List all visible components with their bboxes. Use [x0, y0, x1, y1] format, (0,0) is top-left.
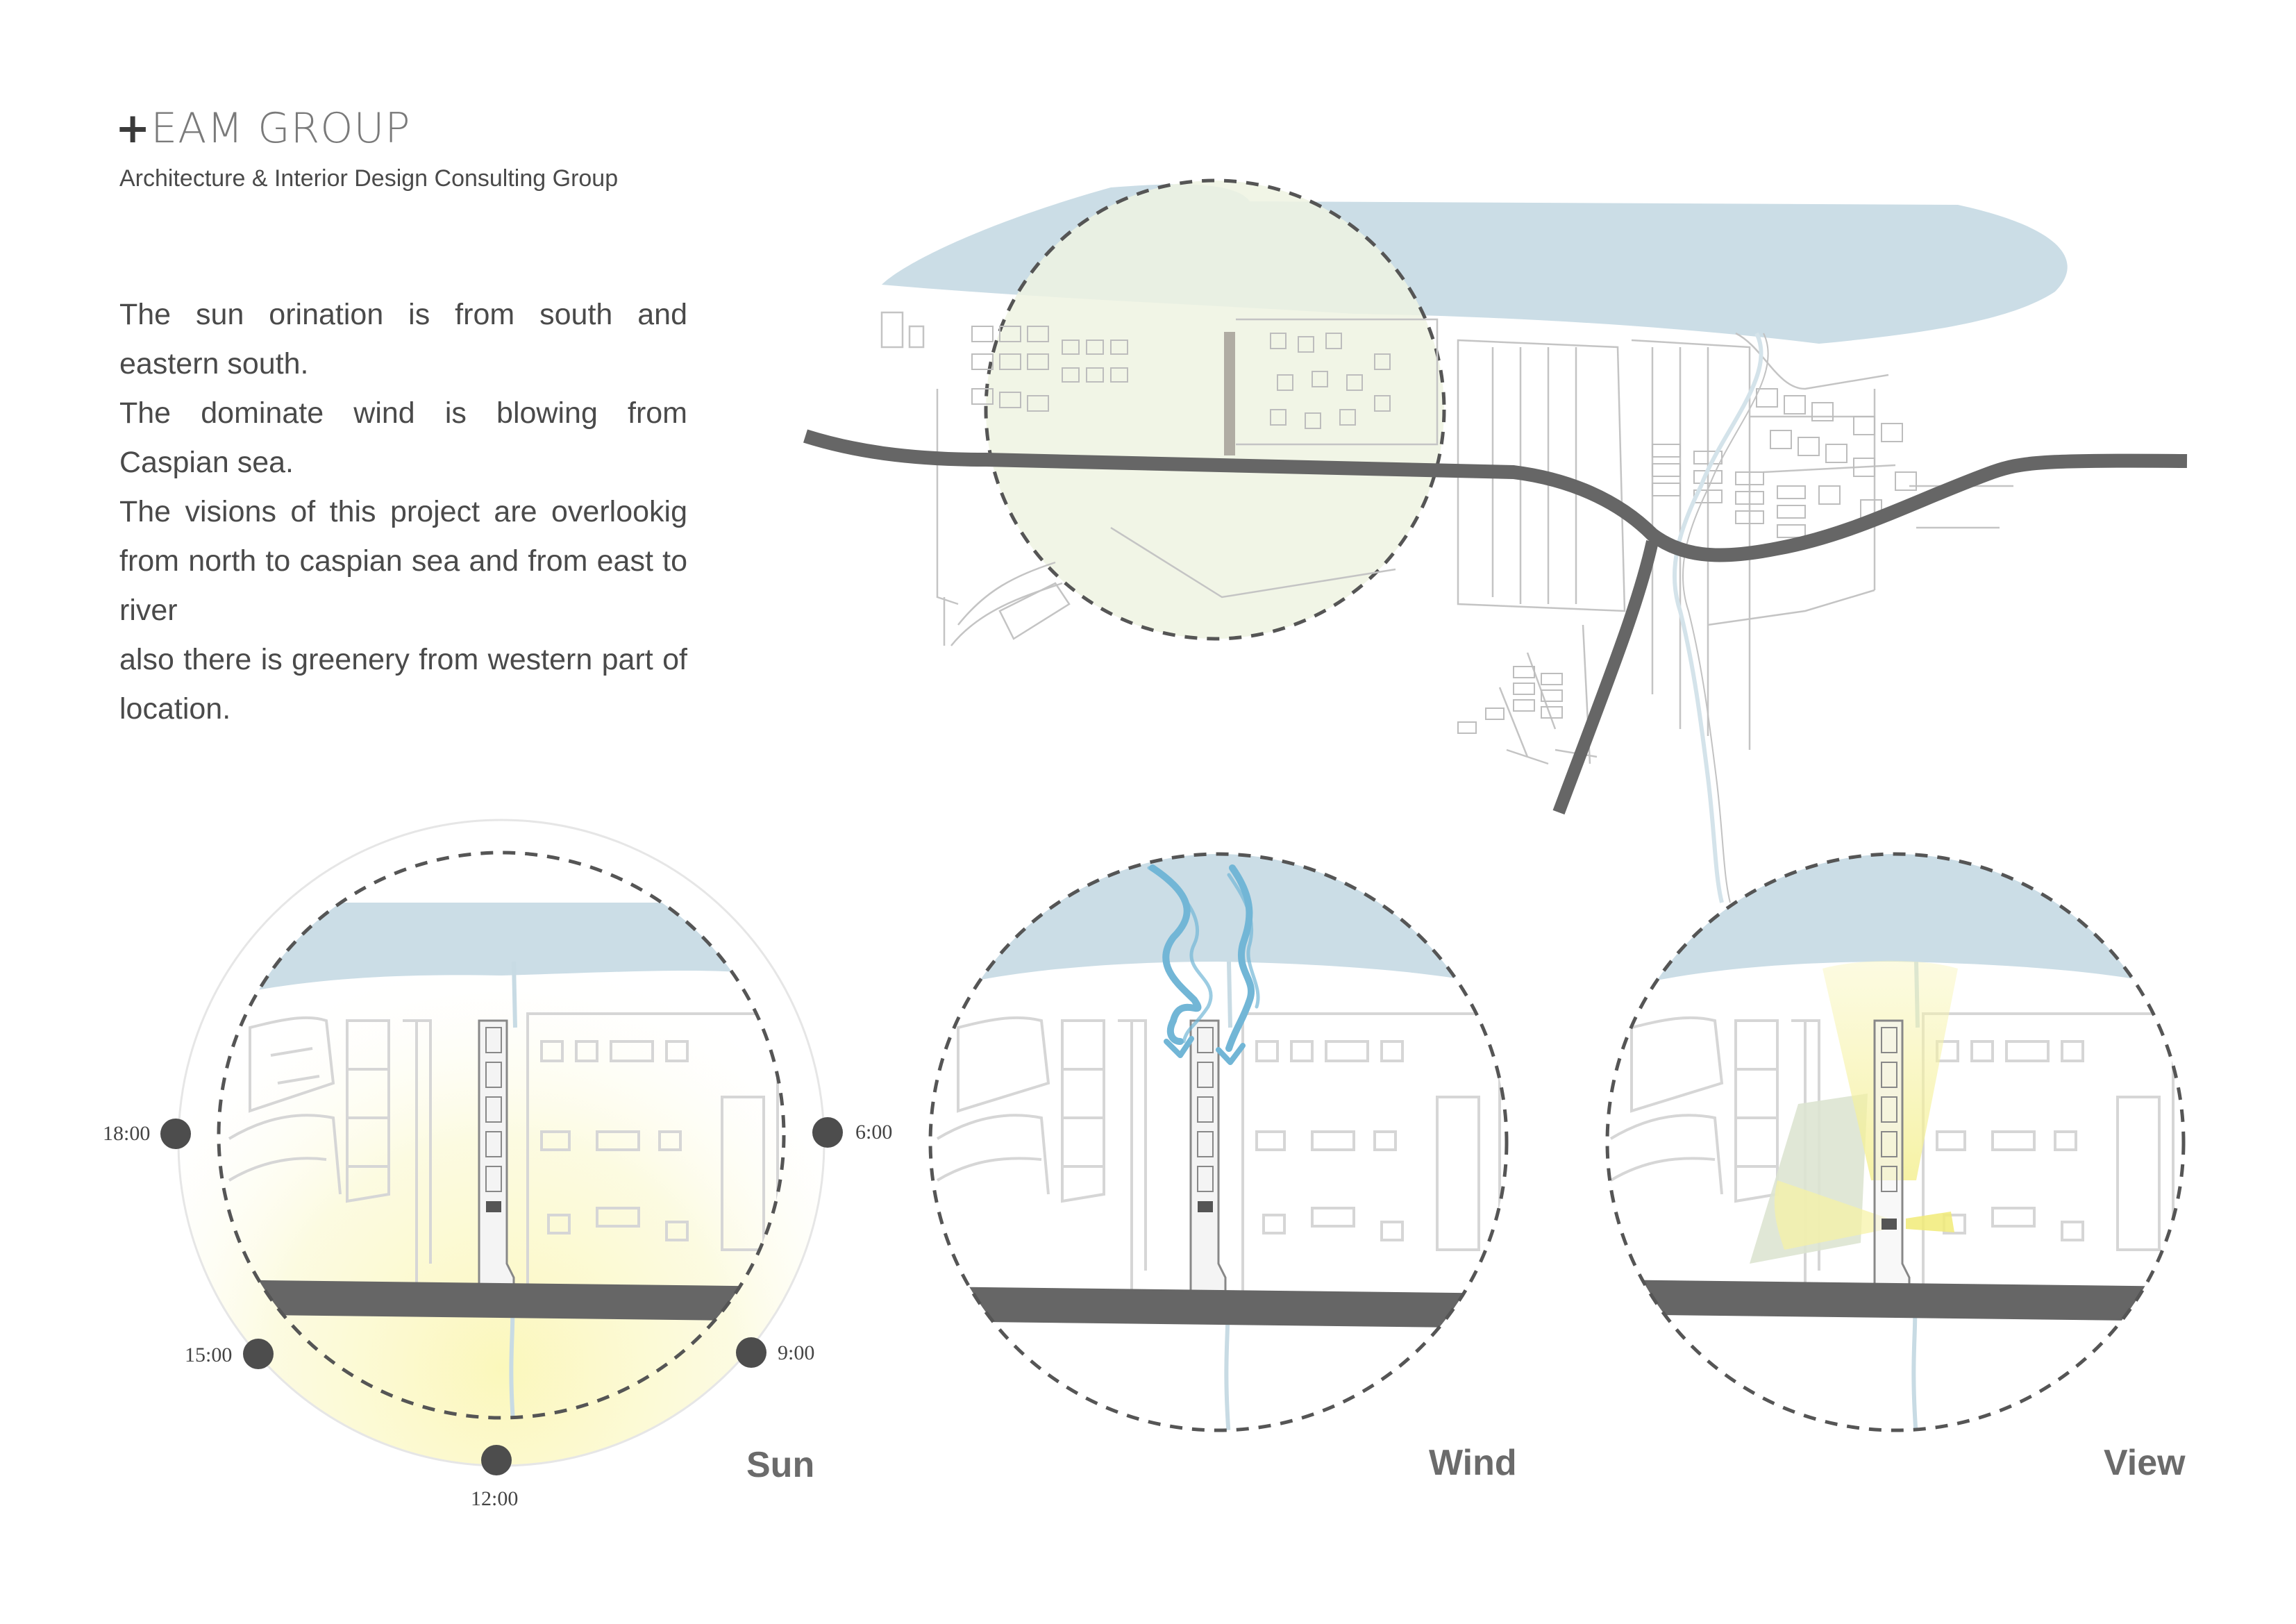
sun-marker-12: [481, 1445, 512, 1475]
sun-label: Sun: [746, 1445, 815, 1485]
river: [1672, 332, 1763, 903]
tagline: Architecture & Interior Design Consultin…: [119, 165, 619, 192]
sun-time-6: 6:00: [855, 1121, 893, 1144]
description-view: The visions of this project are overlook…: [119, 495, 687, 627]
sun-marker-18: [160, 1119, 191, 1149]
brand-name: EAM GROUP: [151, 104, 411, 153]
sun-sea: [219, 903, 784, 1000]
main-road: [803, 429, 2188, 562]
wind-road: [930, 1287, 1507, 1328]
curved-arrow-icon: [1149, 864, 1202, 1045]
sun-marker-15: [243, 1339, 274, 1369]
description-wind: The dominate wind is blowing from Caspia…: [119, 396, 687, 479]
wind-site-building: [1189, 1019, 1227, 1300]
sun-diagram: [160, 819, 843, 1475]
brand-logo: +EAM GROUP: [115, 104, 411, 153]
description-greenery: also there is greenery from western part…: [119, 643, 687, 726]
description-text: The sun orination is from south and east…: [119, 290, 687, 734]
sun-time-9: 9:00: [778, 1341, 815, 1364]
view-road: [1607, 1280, 2184, 1321]
view-cone-east: [1906, 1212, 1954, 1232]
sun-dashed-circle: [217, 851, 786, 1420]
sun-time-12: 12:00: [471, 1487, 519, 1510]
sun-marker-9: [736, 1337, 766, 1368]
wind-arrows: [1147, 864, 1260, 1065]
branch-road: [1552, 540, 1659, 815]
wind-diagram: [928, 852, 1509, 1432]
wind-sea: [930, 854, 1507, 993]
residential-blocks: [971, 326, 1917, 734]
sun-time-18: 18:00: [103, 1122, 151, 1145]
curved-arrow-icon: [1147, 866, 1213, 1044]
view-cone-west: [1774, 1180, 1888, 1250]
description-sun: The sun orination is from south and east…: [119, 298, 687, 380]
curved-arrow-icon: [1227, 873, 1260, 1009]
brand-plus-mark: +: [115, 104, 151, 153]
site-highlight-circle: [984, 178, 1446, 641]
wind-label: Wind: [1429, 1443, 1517, 1483]
site-building: [1224, 332, 1235, 455]
sun-marker-6: [812, 1117, 843, 1148]
sun-site-building: [478, 1019, 515, 1300]
view-diagram: [1605, 852, 2186, 1432]
wind-dashed-circle: [928, 852, 1509, 1432]
sun-road: [219, 1280, 784, 1321]
location-map: [803, 178, 2188, 903]
view-label: View: [2104, 1443, 2186, 1483]
view-dashed-circle: [1605, 852, 2186, 1432]
sun-time-15: 15:00: [185, 1343, 233, 1366]
